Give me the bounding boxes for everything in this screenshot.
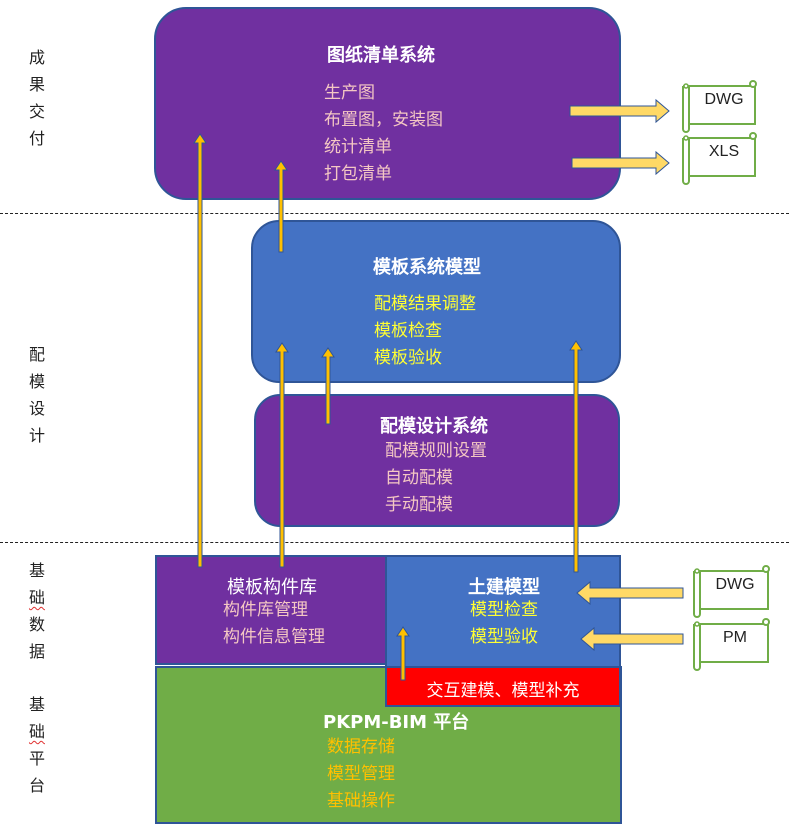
interactive-modeling-label: 交互建模、模型补充 [426,681,580,701]
list-item: 构件信息管理 [223,627,325,647]
layer-char: 模 [28,372,45,391]
layer-char: 础 [28,722,45,741]
list-item: 基础操作 [327,791,395,811]
layer-label-platform: 基 础 平 台 [27,691,47,799]
design-system-box: 配模设计系统 配模规则设置 自动配模 手动配模 [254,394,620,527]
layer-char: 数 [28,615,45,634]
civil-model-items: 模型检查 模型验收 [470,597,538,651]
layer-char: 平 [28,749,45,768]
list-item: 模型验收 [470,627,538,647]
drawing-system-items: 生产图 布置图，安装图 统计清单 打包清单 [324,80,443,188]
list-item: 配模规则设置 [385,441,487,461]
layer-char: 果 [28,75,45,94]
interactive-modeling-box: 交互建模、模型补充 [385,666,621,707]
output-xls-label: XLS [708,143,740,160]
list-item: 模型管理 [327,764,395,784]
input-dwg-document: DWG [688,564,770,618]
platform-items: 数据存储 模型管理 基础操作 [327,734,395,815]
template-model-title: 模板系统模型 [373,257,481,278]
layer-char: 台 [28,776,45,795]
layer-char: 配 [28,345,45,364]
drawing-system-title: 图纸清单系统 [327,45,435,66]
list-item: 数据存储 [327,737,395,757]
output-dwg-label: DWG [704,91,744,108]
list-item: 手动配模 [385,495,453,515]
civil-model-box: 土建模型 模型检查 模型验收 [385,555,621,668]
component-library-box: 模板构件库 构件库管理 构件信息管理 [155,555,389,665]
component-library-items: 构件库管理 构件信息管理 [223,597,325,651]
list-item: 模板验收 [374,348,442,368]
layer-divider [0,213,789,214]
output-dwg-document: DWG [677,79,757,133]
output-xls-document: XLS [677,131,757,185]
layer-divider [0,542,789,543]
scroll-icon [682,132,757,185]
platform-title: PKPM-BIM 平台 [323,712,470,733]
scroll-icon [693,618,770,671]
component-library-title: 模板构件库 [227,577,317,598]
design-system-items: 配模规则设置 自动配模 手动配模 [385,438,487,519]
list-item: 模型检查 [470,600,538,620]
layer-label-design: 配 模 设 计 [27,341,47,449]
list-item: 构件库管理 [223,600,308,620]
scroll-icon [682,80,757,133]
list-item: 模板检查 [374,321,442,341]
template-model-items: 配模结果调整 模板检查 模板验收 [374,291,476,372]
layer-char: 设 [28,399,45,418]
layer-char: 计 [28,426,45,445]
list-item: 布置图，安装图 [324,110,443,130]
drawing-system-box: 图纸清单系统 生产图 布置图，安装图 统计清单 打包清单 [154,7,621,200]
layer-char: 交 [28,102,45,121]
civil-model-title: 土建模型 [468,577,540,598]
layer-char: 据 [28,642,45,661]
layer-char: 础 [28,588,45,607]
layer-char: 基 [28,695,45,714]
layer-label-delivery: 成 果 交 付 [27,44,47,152]
layer-char: 基 [28,561,45,580]
input-pm-label: PM [723,629,747,646]
list-item: 统计清单 [324,137,392,157]
input-pm-document: PM [688,617,770,671]
template-model-box: 模板系统模型 配模结果调整 模板检查 模板验收 [251,220,621,383]
input-dwg-label: DWG [715,576,755,593]
list-item: 配模结果调整 [374,294,476,314]
list-item: 打包清单 [324,164,392,184]
layer-char: 成 [28,48,45,67]
list-item: 自动配模 [385,468,453,488]
layer-label-basic-data: 基 础 数 据 [27,557,47,665]
design-system-title: 配模设计系统 [380,416,488,437]
list-item: 生产图 [324,83,375,103]
layer-char: 付 [28,129,45,148]
scroll-icon [693,565,770,618]
